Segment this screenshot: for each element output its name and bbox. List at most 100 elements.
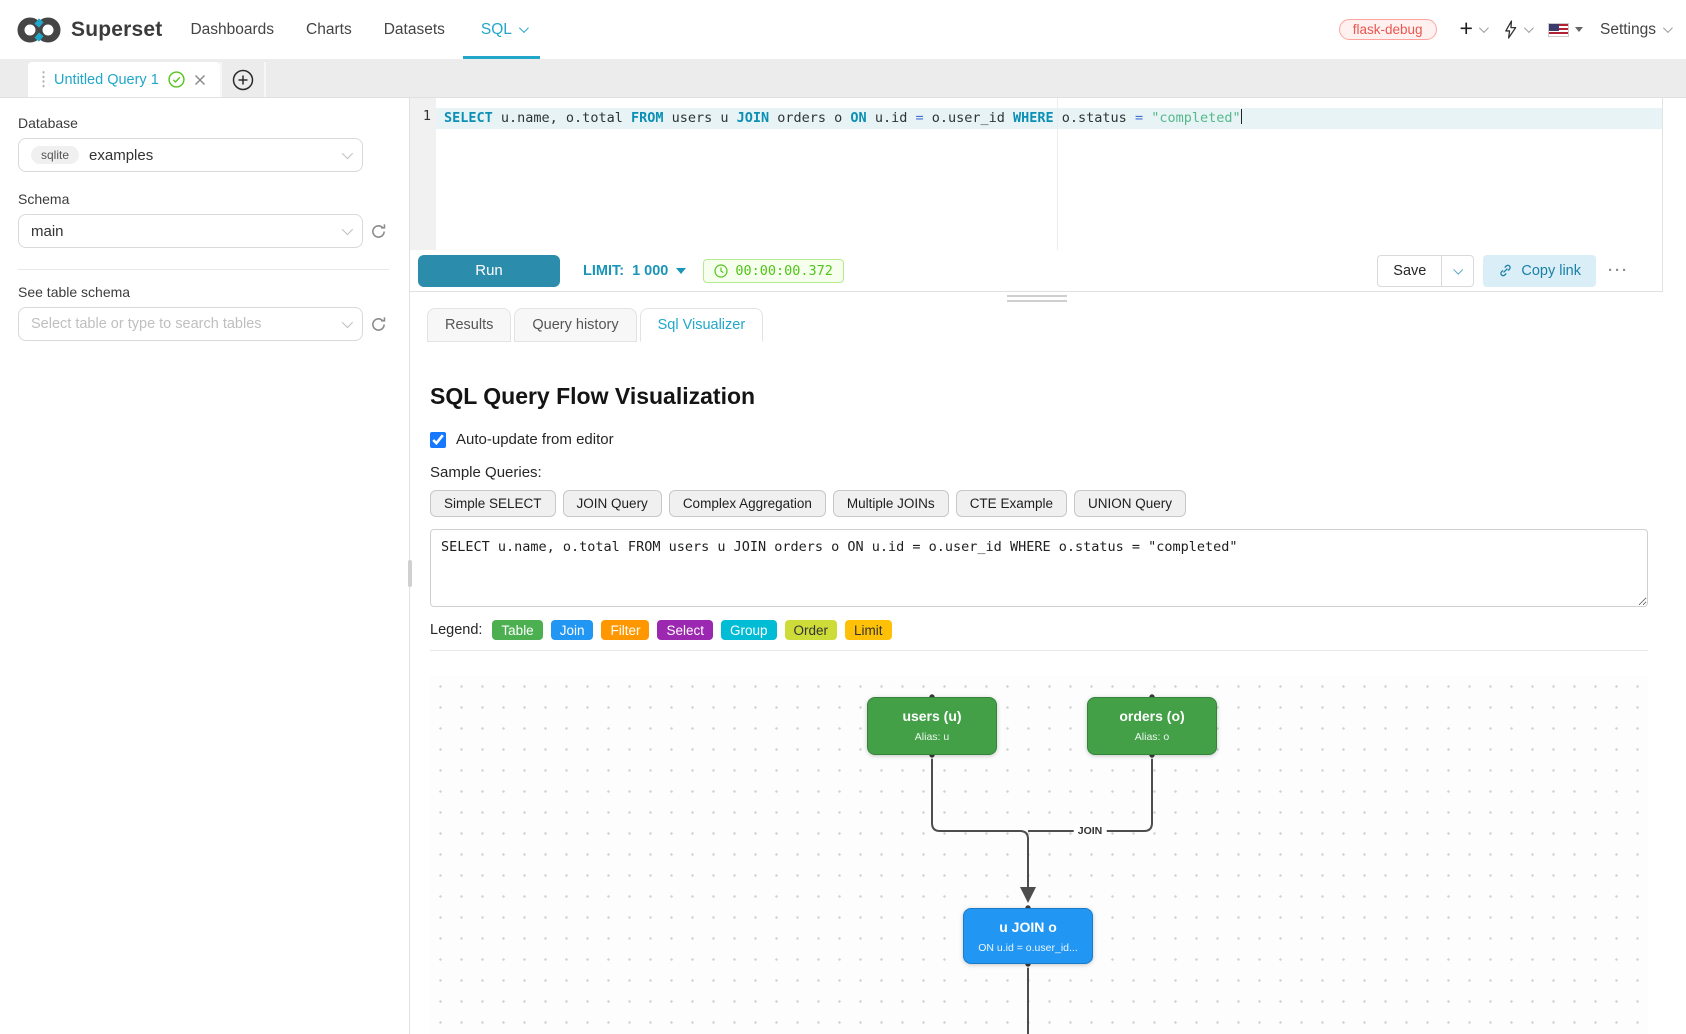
sample-multiple-joins-button[interactable]: Multiple JOINs [832, 490, 949, 517]
legend-label: Legend: [430, 622, 483, 638]
line-number: 1 [422, 108, 431, 124]
tab-results[interactable]: Results [427, 308, 512, 342]
auto-update-label: Auto-update from editor [456, 431, 614, 448]
refresh-schemas-icon[interactable] [370, 223, 387, 240]
language-picker[interactable] [1547, 22, 1583, 37]
chevron-down-icon [1478, 23, 1489, 34]
chevron-down-icon [1453, 264, 1464, 275]
nav-item-charts[interactable]: Charts [306, 20, 352, 38]
nav-item-datasets[interactable]: Datasets [383, 20, 445, 38]
tab-sql-visualizer[interactable]: Sql Visualizer [639, 308, 764, 342]
auto-update-checkbox[interactable] [430, 431, 446, 448]
sqllab-main: 1 SELECT u.name, o.total FROM users u JO… [410, 98, 1686, 1034]
editor-active-line[interactable]: SELECT u.name, o.total FROM users u JOIN… [436, 108, 1662, 129]
sql-editor[interactable]: 1 SELECT u.name, o.total FROM users u JO… [410, 98, 1662, 250]
query-tab-title: Untitled Query 1 [54, 71, 159, 88]
query-flow-canvas[interactable]: JOIN users (u) Alias: u orders (o) Alias… [430, 676, 1648, 1034]
us-flag-icon [1547, 22, 1569, 37]
run-button[interactable]: Run [418, 254, 560, 287]
top-nav: Superset Dashboards Charts Datasets SQL … [0, 0, 1686, 60]
chevron-down-icon [1662, 23, 1673, 34]
database-engine-badge: sqlite [31, 146, 80, 164]
legend-badge-select: Select [657, 620, 713, 640]
schema-select[interactable]: main [18, 214, 363, 248]
refresh-tables-icon[interactable] [370, 316, 387, 333]
success-check-icon [168, 71, 185, 88]
sidebar-resize-handle[interactable] [408, 560, 412, 587]
clock-icon [714, 263, 728, 278]
sample-simple-select-button[interactable]: Simple SELECT [430, 490, 556, 517]
node-orders-table[interactable]: orders (o) Alias: o [1087, 697, 1217, 755]
chevron-down-icon [341, 223, 354, 236]
flow-edges [928, 693, 1156, 1034]
database-label: Database [18, 115, 78, 131]
settings-label: Settings [1599, 20, 1656, 38]
table-select[interactable]: Select table or type to search tables [18, 307, 363, 341]
editor-code-area[interactable]: SELECT u.name, o.total FROM users u JOIN… [436, 98, 1662, 250]
main-menu: Dashboards Charts Datasets SQL [190, 0, 540, 59]
toolbar-right: Save Copy link ··· [1377, 254, 1629, 287]
legend-badge-join: Join [550, 620, 594, 640]
copy-link-button[interactable]: Copy link [1483, 254, 1596, 287]
editor-gutter: 1 [410, 98, 436, 250]
limit-value: 1 000 [632, 262, 669, 279]
legend-row: Legend: Table Join Filter Select Group O… [430, 620, 1648, 640]
limit-label: LIMIT: [583, 262, 625, 279]
sidebar-divider [18, 269, 389, 270]
caret-down-icon [676, 267, 687, 279]
save-button[interactable]: Save [1377, 254, 1443, 287]
nav-item-sql[interactable]: SQL [462, 0, 540, 59]
node-title: u JOIN o [999, 919, 1057, 935]
print-margin-line [1057, 98, 1058, 250]
content-divider [430, 650, 1648, 651]
lightning-icon [1505, 20, 1517, 39]
sqllab-sidebar: Database sqlite examples Schema main See… [0, 98, 412, 1034]
drag-handle-icon[interactable] [42, 70, 45, 89]
schema-label: Schema [18, 191, 70, 207]
plus-icon: + [1459, 14, 1473, 41]
close-icon[interactable] [194, 74, 206, 86]
settings-menu[interactable]: Settings [1599, 20, 1673, 39]
sample-queries-label: Sample Queries: [430, 464, 542, 481]
nav-right: flask-debug + Settings [1338, 14, 1673, 41]
node-subtitle: ON u.id = o.user_id... [978, 942, 1078, 954]
table-schema-label: See table schema [18, 284, 131, 300]
copy-link-label: Copy link [1521, 262, 1581, 279]
editor-pane: 1 SELECT u.name, o.total FROM users u JO… [410, 98, 1663, 292]
sample-join-query-button[interactable]: JOIN Query [562, 490, 662, 517]
node-subtitle: Alias: u [914, 731, 950, 743]
plus-circle-icon [232, 69, 254, 90]
limit-dropdown[interactable]: LIMIT: 1 000 [583, 262, 687, 279]
node-users-table[interactable]: users (u) Alias: u [867, 697, 997, 755]
superset-logo[interactable]: Superset [16, 15, 162, 45]
editor-toolbar: Run LIMIT: 1 000 00:00:00.372 Save [410, 250, 1662, 291]
legend-badge-filter: Filter [601, 620, 650, 640]
node-title: orders (o) [1119, 708, 1185, 724]
save-dropdown-button[interactable] [1442, 254, 1475, 287]
legend-badge-limit: Limit [845, 620, 892, 640]
sql-flow-textarea[interactable]: SELECT u.name, o.total FROM users u JOIN… [430, 529, 1648, 607]
database-select-value: examples [89, 146, 154, 164]
sample-union-query-button[interactable]: UNION Query [1073, 490, 1186, 517]
query-search-dropdown[interactable] [1503, 20, 1534, 39]
chevron-down-icon [341, 316, 354, 329]
chevron-down-icon [518, 23, 529, 34]
more-actions-button[interactable]: ··· [1608, 262, 1629, 279]
panel-title: SQL Query Flow Visualization [430, 383, 756, 409]
schema-select-value: main [31, 222, 64, 240]
environment-badge: flask-debug [1338, 19, 1437, 40]
tab-query-history[interactable]: Query history [514, 308, 637, 342]
chevron-down-icon [341, 147, 354, 160]
sample-complex-aggregation-button[interactable]: Complex Aggregation [668, 490, 826, 517]
nav-item-sql-label: SQL [480, 20, 512, 38]
nav-item-dashboards[interactable]: Dashboards [190, 20, 275, 38]
query-tab-untitled[interactable]: Untitled Query 1 [28, 62, 220, 97]
add-query-tab-button[interactable] [219, 62, 266, 97]
sql-visualizer-panel: SQL Query Flow Visualization Auto-update… [410, 342, 1686, 1034]
pane-resize-handle[interactable] [410, 292, 1663, 305]
node-join[interactable]: u JOIN o ON u.id = o.user_id... [963, 908, 1093, 964]
page-body: Database sqlite examples Schema main See… [0, 98, 1686, 1034]
database-select[interactable]: sqlite examples [18, 138, 363, 172]
new-item-dropdown[interactable]: + [1459, 14, 1489, 41]
sample-cte-example-button[interactable]: CTE Example [955, 490, 1067, 517]
